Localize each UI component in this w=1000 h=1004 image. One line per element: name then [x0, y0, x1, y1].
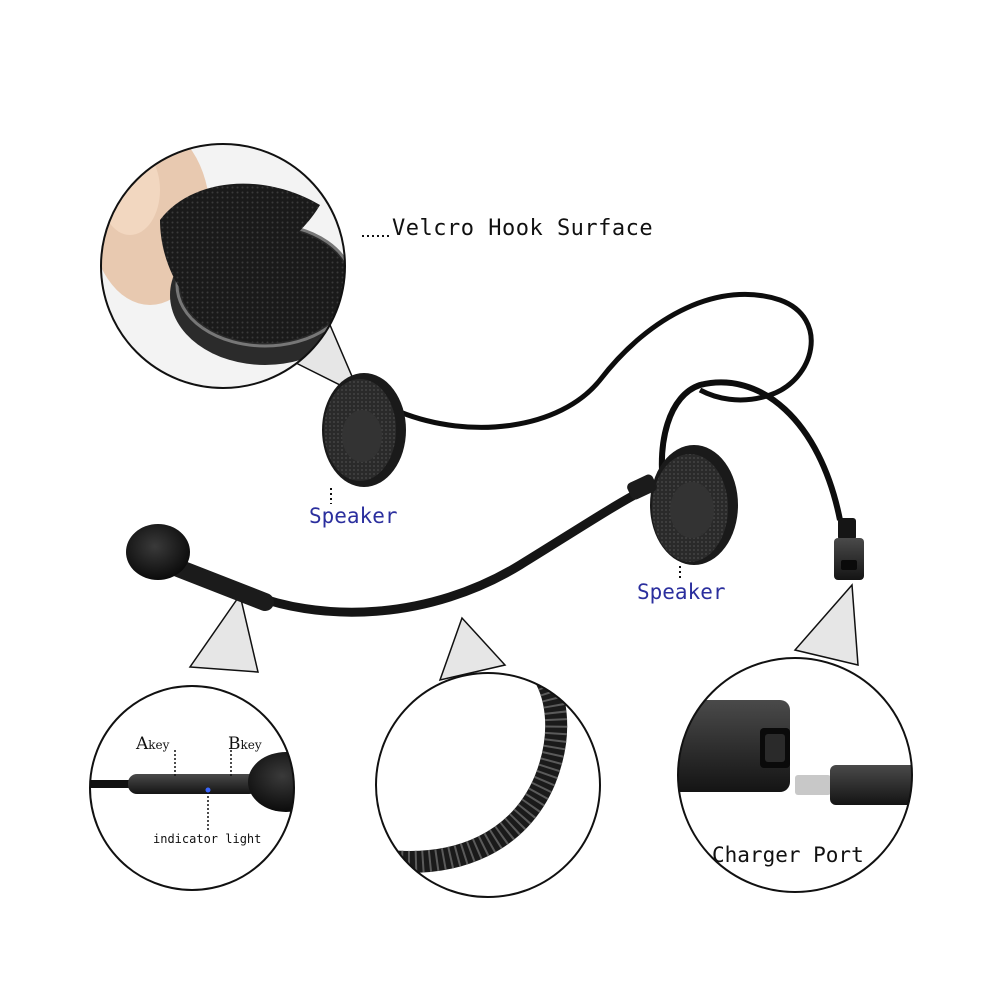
b-key-label: Bkey	[228, 734, 262, 754]
charger-port-label: Charger Port	[712, 843, 864, 867]
mic-closeup	[89, 685, 295, 891]
b-key-word: key	[240, 738, 262, 752]
mic-boom	[235, 487, 645, 617]
gooseneck-closeup	[375, 672, 601, 898]
speaker-right-label: Speaker	[637, 580, 726, 604]
indicator-label: indicator light	[153, 832, 262, 846]
boom-joint	[627, 474, 657, 500]
left-speaker	[322, 373, 406, 487]
b-key-letter: B	[228, 734, 241, 754]
right-speaker	[650, 445, 738, 565]
headset-cable-right	[659, 379, 843, 521]
speaker-left-label: Speaker	[309, 504, 398, 528]
velcro-label: Velcro Hook Surface	[392, 216, 654, 241]
callout-funnel-mic	[188, 593, 259, 673]
velcro-closeup	[100, 143, 346, 389]
mic-foam	[126, 524, 190, 580]
charger-closeup	[677, 657, 913, 893]
a-key-word: key	[148, 738, 170, 752]
a-key-letter: A	[136, 734, 149, 754]
callout-funnel-gooseneck	[438, 616, 507, 682]
callout-funnel-charger	[793, 583, 859, 666]
mic-body	[169, 559, 274, 611]
a-key-label: Akey	[136, 734, 169, 754]
indicator-led	[205, 787, 211, 793]
charger-plug	[834, 518, 864, 580]
headset-cable	[399, 291, 814, 430]
